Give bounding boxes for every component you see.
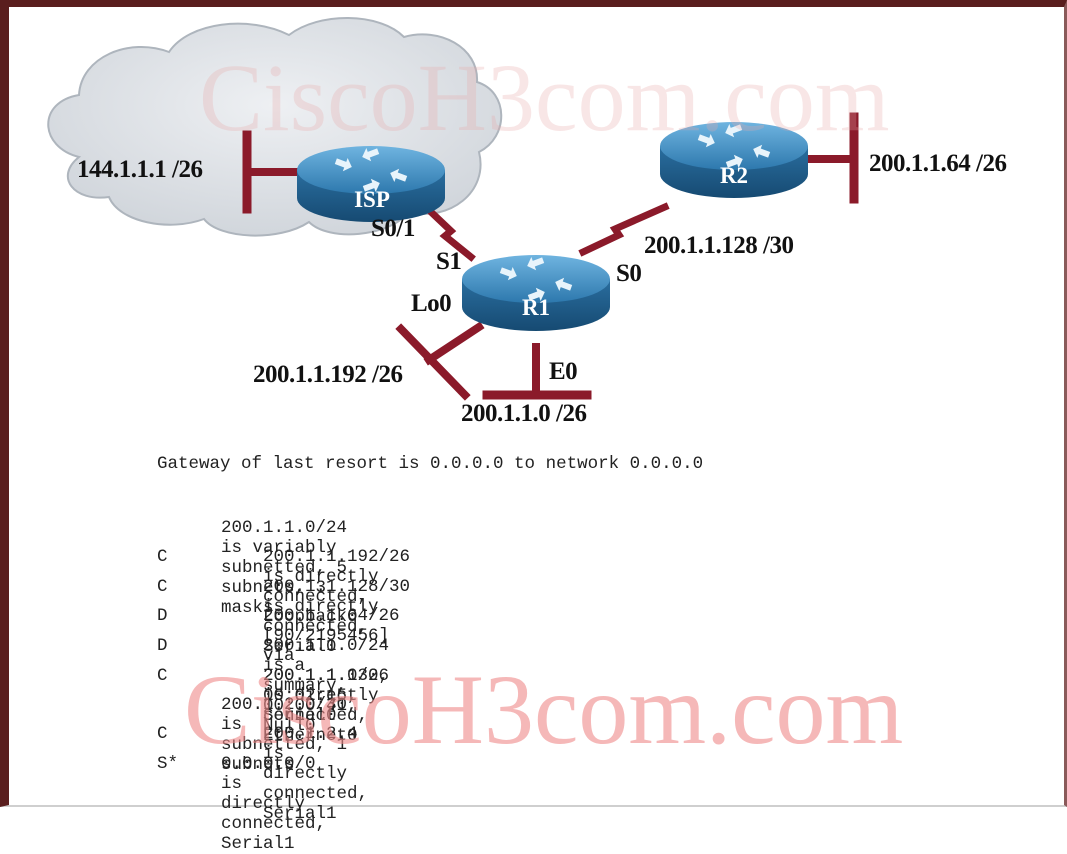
- router-isp-label: ISP: [354, 187, 390, 212]
- route-code: C: [157, 577, 168, 597]
- serial-isp-r1: [426, 207, 476, 262]
- route-code: D: [157, 606, 168, 626]
- route-entry: 200.1.1.64/26 [90/2195456] via 200.1.1.1…: [263, 606, 400, 726]
- gateway-of-last-resort-line: Gateway of last resort is 0.0.0.0 to net…: [157, 454, 704, 474]
- network-topology-diagram: [47, 17, 859, 401]
- router-r2-label: R2: [719, 163, 749, 188]
- r2-lan-network-label: 200.1.1.64 /26: [869, 150, 1007, 177]
- route-entry: 200.1.1.0/24 is a summary, 00:00:41, Nul…: [263, 636, 390, 736]
- route-entry: 200.1.1.192/26 is directly connected, Lo…: [263, 547, 411, 627]
- loopback-network-label: 200.1.1.192 /26: [253, 361, 403, 388]
- lo0-endbar: [395, 323, 471, 401]
- r1-lo0-interface-label: Lo0: [411, 290, 452, 317]
- route-code: C: [157, 724, 168, 744]
- r1-e0-interface-label: E0: [549, 358, 578, 385]
- ethernet-network-label: 200.1.1.0 /26: [461, 400, 587, 427]
- route-code: D: [157, 636, 168, 656]
- route-code: C: [157, 547, 168, 567]
- lo0-link: [423, 321, 485, 366]
- route-entry: 0.0.0.0/0 is directly connected, Serial1: [221, 754, 327, 854]
- route-entry: 200.1.1.128/30 is directly connected, Se…: [263, 577, 411, 657]
- wan-r1-r2-network-label: 200.1.1.128 /30: [644, 232, 794, 259]
- routing-entry-header: 200.1.2.0/30 is subnetted, 1 subnets: [221, 695, 348, 775]
- r1-s0-interface-label: S0: [616, 260, 642, 287]
- isp-s01-interface-label: S0/1: [371, 215, 415, 242]
- route-entry: 200.1.1.0/26 is directly connected, Ethe…: [263, 666, 390, 746]
- links: [242, 112, 859, 401]
- router-r1-icon: [462, 253, 610, 331]
- route-code: S*: [157, 754, 179, 774]
- router-r1-label: R1: [521, 295, 551, 320]
- isp-lan-network-label: 144.1.1.1 /26: [77, 156, 203, 183]
- r1-s1-interface-label: S1: [436, 248, 462, 275]
- routing-entry-header: 200.1.1.0/24 is variably subnetted, 5 su…: [221, 518, 348, 618]
- router-r2-icon: [660, 120, 808, 198]
- router-isp-icon: [297, 144, 445, 222]
- route-code: C: [157, 666, 168, 686]
- serial-r1-r2: [578, 202, 670, 257]
